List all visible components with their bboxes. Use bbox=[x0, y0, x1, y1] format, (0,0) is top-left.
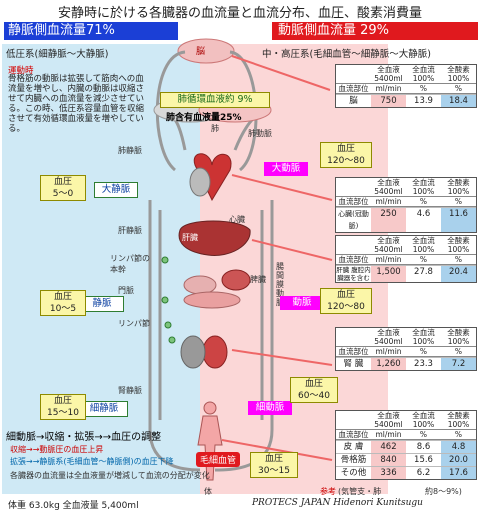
liver-shape bbox=[178, 220, 251, 256]
intestine-shape bbox=[183, 291, 241, 309]
heart-shape bbox=[193, 153, 232, 202]
page-title: 安静時に於ける各臓器の血流量と血流分布、血圧、酸素消費量 bbox=[57, 6, 422, 21]
body-label: 体 bbox=[204, 487, 212, 496]
body-head-shape bbox=[203, 401, 217, 415]
stomach-shape bbox=[183, 275, 217, 295]
brain-label: 脳 bbox=[196, 47, 206, 57]
lung-circulation-label: 肺循環血液約 9% bbox=[160, 92, 270, 108]
lymph-trunk-label: リンパ節の本幹 bbox=[110, 254, 150, 274]
kidney-right-shape bbox=[202, 335, 228, 369]
heart-label: 心臓 bbox=[229, 215, 245, 224]
hepatic-vein-label: 肝静脈 bbox=[118, 226, 142, 235]
arterial-subtitle: 中・高圧系(毛細血管〜細静脈〜大静脈) bbox=[262, 49, 431, 60]
aorta-label: 大動脈 bbox=[264, 162, 308, 176]
brain-shape bbox=[177, 38, 235, 64]
regulation-dilate: 拡張→→静脈系(毛細血管〜静脈側)の血圧下降 bbox=[10, 457, 174, 466]
pulm-artery-label: 肺動脈 bbox=[248, 129, 272, 138]
lung-blood-label: 肺含有血液量25% bbox=[166, 113, 242, 123]
ref-label: 参考 bbox=[320, 487, 336, 496]
artery-label: 動脈 bbox=[280, 296, 324, 310]
portal-vein-label: 門脈 bbox=[118, 286, 134, 295]
regulation-contract: 収縮→→動脈圧の血圧上昇 bbox=[10, 445, 104, 454]
capillary-label: 毛細血管 bbox=[196, 452, 241, 467]
spleen-shape bbox=[221, 269, 251, 291]
lymph-node-label: リンパ節 bbox=[118, 319, 150, 328]
pulm-vein-label: 肺静脈 bbox=[118, 146, 142, 155]
body-torso-shape bbox=[197, 415, 223, 481]
kidney-left-shape bbox=[180, 335, 206, 369]
credit-footer: PROTECS JAPAN Hidenori Kunitsugu bbox=[252, 498, 423, 508]
regulation-note: 各臓器の血流量は全血液量が増減して血流の分配が変化 bbox=[10, 471, 210, 480]
small-artery-label: 細動脈 bbox=[248, 401, 292, 415]
ref-text: (気管支・肺 bbox=[338, 487, 382, 496]
exercise-note: 骨格筋の動脈は拡張して筋肉への血流量を増やし、内臓の動脈は収縮させて内臓への血流… bbox=[8, 74, 145, 134]
arterial-flow-tag: 動脈側血流量 29% bbox=[272, 22, 478, 40]
venous-subtitle: 低圧系(細静脈〜大静脈) bbox=[6, 49, 109, 60]
vena-cava-left bbox=[148, 200, 201, 472]
heart-right-atrium bbox=[189, 167, 211, 197]
weight-footer: 体重 63.0kg 全血液量 5,400ml bbox=[8, 501, 139, 511]
lung-label: 肺 bbox=[211, 124, 219, 133]
great-vein-label: 大静脈 bbox=[94, 182, 138, 198]
small-vein-label: 細静脈 bbox=[80, 401, 128, 417]
ref-val: 約8〜9%) bbox=[425, 487, 462, 496]
spleen-label: 脾臓 bbox=[250, 275, 266, 284]
vein-label: 静脈 bbox=[80, 296, 124, 312]
liver-label: 肝臓 bbox=[182, 233, 198, 242]
kidney-vein-label: 腎静脈 bbox=[118, 386, 142, 395]
venous-flow-tag: 静脈側血流量71% bbox=[4, 22, 178, 40]
regulation-title: 細動脈→収縮・拡張→→血圧の調整 bbox=[6, 432, 162, 443]
exercise-label: 運動時 bbox=[8, 66, 34, 76]
